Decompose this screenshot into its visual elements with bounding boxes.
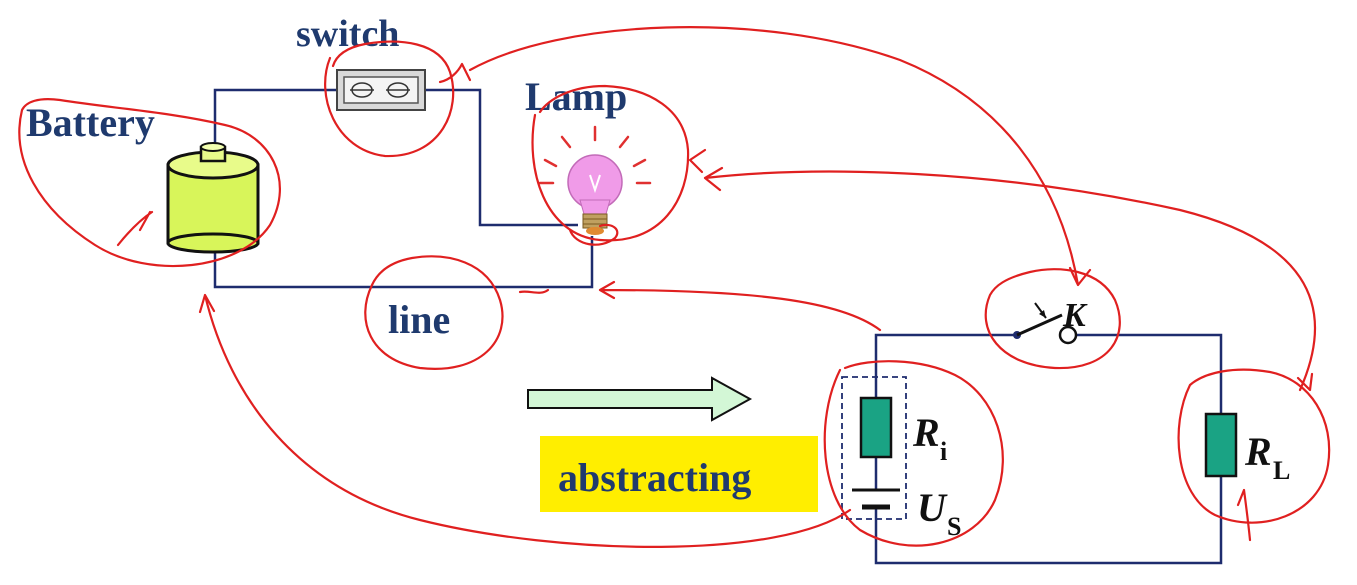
arrow-source-to-battery <box>198 293 852 548</box>
arrow-schematic-wire-to-line <box>598 280 882 332</box>
scribble-line-junction <box>518 288 550 294</box>
circle-around-ri-us <box>823 360 1004 547</box>
lamp-bulb-icon <box>538 125 652 235</box>
rl-symbol: R <box>1244 429 1272 474</box>
arrow-into-rl <box>1296 372 1314 392</box>
circle-around-switch <box>324 40 455 158</box>
switch-k-label: K <box>1062 297 1088 334</box>
rl-subscript: L <box>1273 456 1290 485</box>
arrow-switch-to-k <box>468 26 1092 287</box>
circle-around-k <box>984 268 1121 370</box>
us-subscript: S <box>947 512 961 541</box>
scribble-lamp-base <box>568 223 619 246</box>
arrow-rl-to-lamp <box>703 166 1316 392</box>
load-resistor-icon <box>1204 412 1238 478</box>
circle-around-rl <box>1177 368 1331 524</box>
ri-symbol: R <box>912 410 940 455</box>
lamp-label: Lamp <box>525 74 627 119</box>
circle-around-lamp <box>531 84 690 242</box>
battery-icon <box>166 142 260 254</box>
abstracting-label: abstracting <box>558 455 751 500</box>
battery-label: Battery <box>26 100 155 145</box>
circle-around-line-label <box>364 255 504 370</box>
physical-circuit: switch Lamp Battery line <box>26 13 652 342</box>
abstracting-arrow <box>527 376 753 422</box>
schematic-wire-top-right <box>1075 333 1223 414</box>
abstracting-banner: abstracting <box>540 436 818 512</box>
schematic-circuit: K R i R L U S <box>841 297 1290 565</box>
ri-subscript: i <box>940 437 947 466</box>
wire-battery-to-switch <box>213 88 340 152</box>
wire-return-line <box>213 236 594 289</box>
us-symbol: U <box>917 485 948 530</box>
schematic-wire-right-lower <box>874 476 1223 565</box>
lamp-rays-icon <box>538 125 652 185</box>
handwritten-annotations <box>18 26 1331 548</box>
hook-switch-arrow <box>438 62 472 84</box>
hook-lamp-arrow <box>688 148 707 174</box>
internal-resistor-icon <box>859 396 893 459</box>
hook-battery-inner <box>116 210 154 247</box>
switch-device <box>336 69 426 111</box>
source-dashed-box <box>841 376 907 520</box>
schematic-switch-icon <box>1013 302 1078 345</box>
switch-label: switch <box>296 13 399 55</box>
hook-rl-inner <box>1236 488 1252 542</box>
line-label: line <box>388 297 450 342</box>
circle-around-battery <box>18 98 281 268</box>
